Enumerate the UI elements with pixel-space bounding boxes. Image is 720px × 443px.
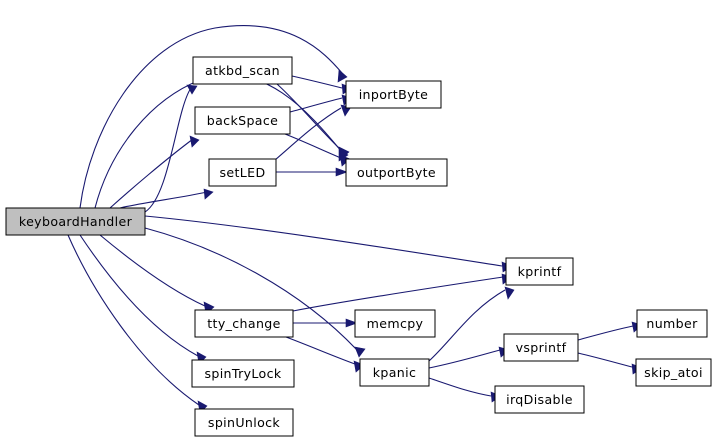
edge-line <box>274 107 342 161</box>
node-label: keyboardHandler <box>19 214 133 229</box>
edge-setLED-to-outportByte <box>276 167 348 177</box>
node-box[interactable] <box>636 309 708 338</box>
edge-line <box>144 215 503 267</box>
arrowhead-icon <box>337 69 348 83</box>
node-vsprintf[interactable]: vsprintf <box>503 333 579 362</box>
node-box[interactable] <box>194 408 294 437</box>
edge-line <box>79 25 343 209</box>
node-kpanic[interactable]: kpanic <box>359 358 430 387</box>
node-box[interactable] <box>503 333 579 362</box>
edge-line <box>428 377 492 397</box>
edge-tty_change-to-kpanic <box>285 336 365 373</box>
arrowhead-icon <box>186 84 198 95</box>
node-label: spinTryLock <box>204 366 281 381</box>
node-kprintf[interactable]: kprintf <box>505 257 574 286</box>
node-label: atkbd_scan <box>205 63 280 78</box>
node-atkbd_scan[interactable]: atkbd_scan <box>192 56 293 85</box>
node-label: tty_change <box>207 316 280 331</box>
node-label: number <box>646 316 698 331</box>
node-label: spinUnlock <box>208 415 281 430</box>
edge-keyboardHandler-to-spinUnlock <box>67 234 208 414</box>
node-inportByte[interactable]: inportByte <box>345 80 442 109</box>
edge-keyboardHandler-to-spinTryLock <box>79 234 207 365</box>
edge-vsprintf-to-number <box>577 321 643 341</box>
node-box[interactable] <box>505 257 574 286</box>
node-spinTryLock[interactable]: spinTryLock <box>191 359 295 388</box>
node-label: inportByte <box>359 87 429 102</box>
node-label: outportByte <box>357 165 436 180</box>
node-label: vsprintf <box>516 340 567 355</box>
edge-kpanic-to-vsprintf <box>428 346 510 369</box>
node-outportByte[interactable]: outportByte <box>345 158 448 187</box>
edge-keyboardHandler-to-kprintf <box>144 215 513 273</box>
edge-keyboardHandler-to-inportByte <box>79 25 348 209</box>
arrowhead-icon <box>189 135 200 148</box>
edge-tty_change-to-kprintf <box>292 273 513 312</box>
node-tty_change[interactable]: tty_change <box>194 309 294 338</box>
arrowhead-icon <box>354 346 366 358</box>
node-label: kpanic <box>373 365 417 380</box>
edge-line <box>144 87 192 213</box>
node-skip_atoi[interactable]: skip_atoi <box>635 358 712 387</box>
node-box[interactable] <box>5 207 146 236</box>
edge-line <box>284 133 342 159</box>
edge-keyboardHandler-to-tty_change <box>99 234 215 315</box>
edge-line <box>276 83 342 151</box>
node-label: backSpace <box>207 113 278 128</box>
node-label: memcpy <box>367 316 424 331</box>
edge-kpanic-to-kprintf <box>428 286 515 362</box>
edge-line <box>292 276 504 312</box>
edge-line <box>67 234 200 406</box>
node-box[interactable] <box>345 158 448 187</box>
node-box[interactable] <box>194 106 291 135</box>
edge-keyboardHandler-to-kpanic <box>144 227 366 358</box>
node-spinUnlock[interactable]: spinUnlock <box>194 408 294 437</box>
edge-keyboardHandler-to-atkbd_scan <box>144 84 198 213</box>
edge-tty_change-to-memcpy <box>293 318 358 328</box>
node-backSpace[interactable]: backSpace <box>194 106 291 135</box>
node-label: skip_atoi <box>644 365 703 380</box>
edge-vsprintf-to-skip_atoi <box>577 352 643 375</box>
node-memcpy[interactable]: memcpy <box>354 309 436 338</box>
edge-line <box>428 289 506 362</box>
edge-line <box>99 234 206 307</box>
node-box[interactable] <box>635 358 712 387</box>
edge-line <box>144 227 358 351</box>
node-box[interactable] <box>345 80 442 109</box>
arrowhead-icon <box>203 188 214 200</box>
node-box[interactable] <box>192 56 293 85</box>
node-irqDisable[interactable]: irqDisable <box>494 385 585 414</box>
node-keyboardHandler[interactable]: keyboardHandler <box>5 207 146 236</box>
nodes-layer: keyboardHandler atkbd_scan backSpace setLED… <box>5 56 712 437</box>
node-box[interactable] <box>208 158 277 187</box>
edge-line <box>289 97 343 113</box>
node-box[interactable] <box>359 358 430 387</box>
edges-layer <box>67 25 643 414</box>
edge-keyboardHandler-to-setLED <box>119 188 214 209</box>
edge-kpanic-to-irqDisable <box>428 377 502 403</box>
arrowhead-icon <box>504 286 515 300</box>
arrowhead-icon <box>345 318 358 328</box>
edge-line <box>119 191 208 209</box>
edge-line <box>285 336 356 365</box>
edge-line <box>577 325 634 341</box>
node-box[interactable] <box>194 309 294 338</box>
node-label: kprintf <box>518 264 562 279</box>
node-setLED[interactable]: setLED <box>208 158 277 187</box>
node-box[interactable] <box>494 385 585 414</box>
node-box[interactable] <box>191 359 295 388</box>
node-label: irqDisable <box>506 392 573 407</box>
edge-line <box>79 234 199 357</box>
edge-line <box>428 349 501 369</box>
arrowhead-icon <box>335 167 348 177</box>
node-number[interactable]: number <box>636 309 708 338</box>
node-label: setLED <box>219 165 265 180</box>
edge-line <box>577 352 633 368</box>
edge-line <box>291 75 343 89</box>
edge-line <box>109 138 194 209</box>
node-box[interactable] <box>354 309 436 338</box>
edge-keyboardHandler-to-backSpace <box>109 135 200 209</box>
